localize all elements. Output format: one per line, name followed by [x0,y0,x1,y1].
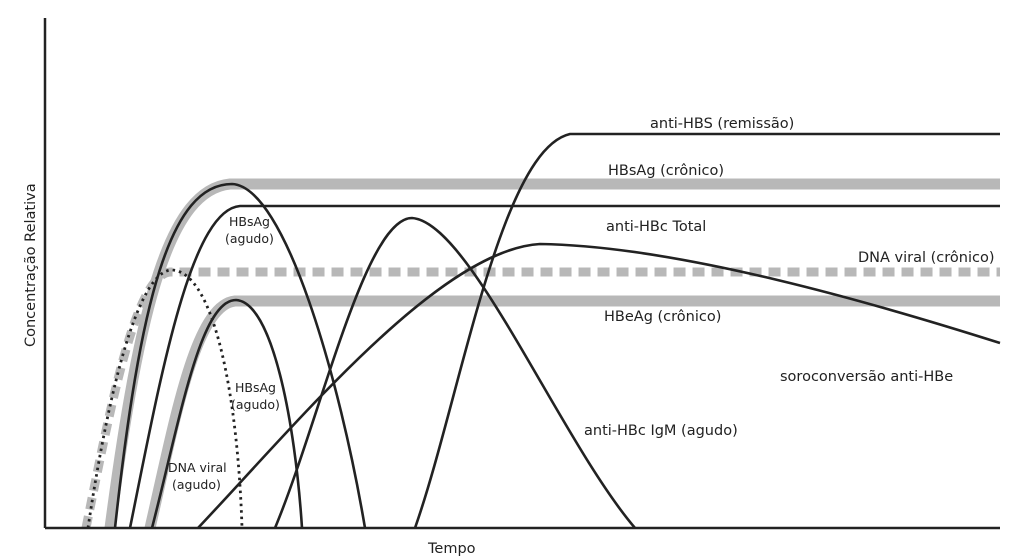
label-dna-viral-cronico: DNA viral (crônico) [858,250,995,266]
label-hbsag-agudo-upper-1: HBsAg [229,214,270,229]
label-hbsag-agudo-lower-2: (agudo) [231,397,280,412]
soroconversao-anti-hbe-curve [197,242,1001,529]
label-hbsag-agudo-upper-2: (agudo) [225,231,274,246]
label-dna-viral-agudo-1: DNA viral [168,460,227,475]
label-anti-hbc-igm-agudo: anti-HBc IgM (agudo) [584,423,738,439]
label-soroconversao-anti-hbe: soroconversão anti-HBe [780,369,953,385]
label-anti-hbs-remissao: anti-HBS (remissão) [650,116,794,132]
x-axis-title: Tempo [427,541,476,557]
label-dna-viral-agudo-2: (agudo) [172,477,221,492]
anti-hbc-igm-agudo-curve [273,216,636,529]
label-hbsag-cronico: HBsAg (crônico) [608,163,724,179]
anti-hbs-remissao-curve [413,132,1000,529]
y-axis-title: Concentração Relativa [23,183,39,347]
hbeag-cronico-band [144,295,1000,530]
label-hbeag-cronico: HBeAg (crônico) [604,309,721,325]
label-anti-hbc-total: anti-HBc Total [606,219,706,235]
hbsag-agudo-upper-curve [113,182,367,529]
anti-hbc-total-curve [128,204,1000,529]
label-hbsag-agudo-lower-1: HBsAg [235,380,276,395]
